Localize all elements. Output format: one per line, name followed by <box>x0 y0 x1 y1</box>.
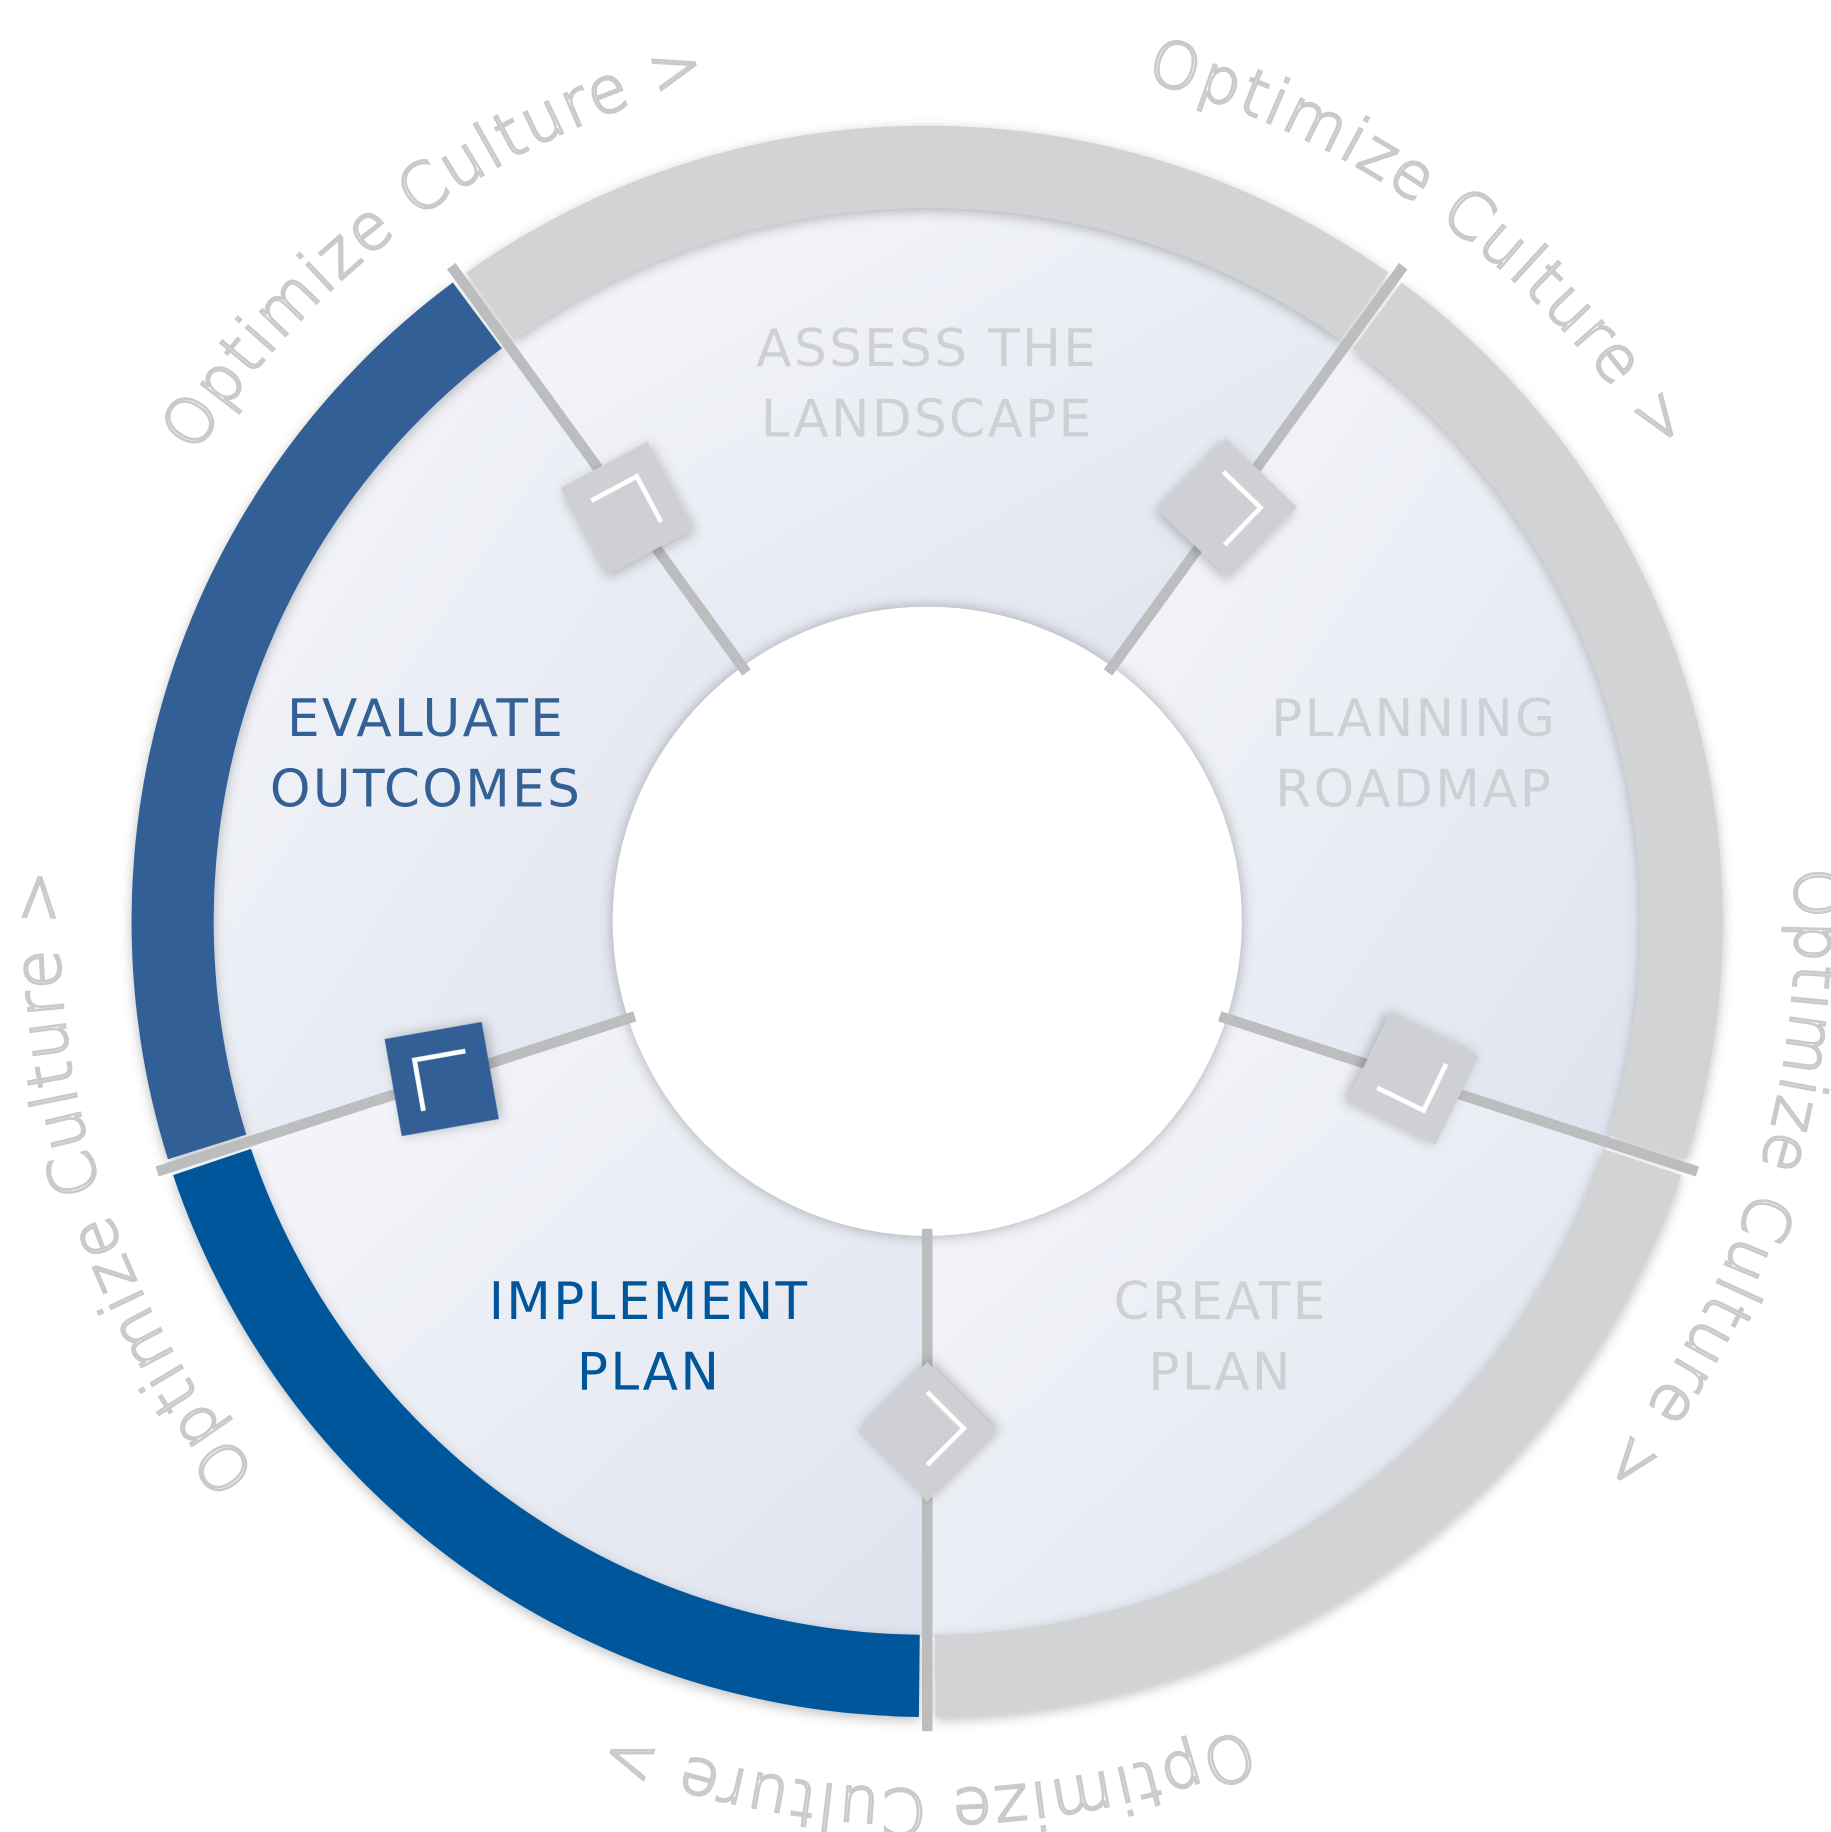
chevron-icon <box>1221 470 1264 547</box>
label-implement-2[interactable]: PLAN <box>577 1343 721 1403</box>
label-evaluate-2[interactable]: OUTCOMES <box>270 759 582 819</box>
ring-arc-assess <box>466 125 1389 340</box>
segment-assess[interactable] <box>506 205 1349 673</box>
labels: ASSESS THE LANDSCAPE PLANNING ROADMAP CR… <box>270 319 1557 1403</box>
label-assess-1[interactable]: ASSESS THE <box>756 319 1098 379</box>
marker-square <box>560 441 694 575</box>
chevron-icon <box>411 1048 466 1112</box>
segment-implement[interactable] <box>246 1016 928 1638</box>
step-marker[interactable] <box>1157 438 1298 578</box>
label-implement-1[interactable]: IMPLEMENT <box>489 1272 810 1332</box>
label-create-2[interactable]: PLAN <box>1148 1343 1292 1403</box>
ring-arc-create <box>934 1148 1682 1717</box>
segments <box>131 125 1723 1717</box>
chevron-icon <box>1376 1062 1449 1114</box>
ring-arc-evaluate <box>131 282 502 1160</box>
ring-text-group: Optimize Culture > <box>588 1714 1265 1832</box>
marker-square <box>1346 1013 1479 1145</box>
marker-square <box>384 1021 499 1137</box>
segment-create[interactable] <box>927 1016 1609 1638</box>
label-planning-2[interactable]: ROADMAP <box>1275 759 1553 819</box>
label-create-1[interactable]: CREATE <box>1114 1272 1328 1332</box>
center-hole <box>612 606 1242 1236</box>
step-marker[interactable] <box>1346 1013 1479 1145</box>
step-marker[interactable] <box>384 1021 499 1137</box>
ring-arc-planning <box>1352 282 1723 1160</box>
chevron-icon <box>590 473 664 524</box>
step-marker[interactable] <box>560 441 694 575</box>
label-evaluate-1[interactable]: EVALUATE <box>287 689 565 749</box>
ring-arc-implement <box>173 1148 920 1717</box>
marker-square <box>1157 438 1298 578</box>
label-assess-2[interactable]: LANDSCAPE <box>761 390 1094 450</box>
chevron-icon <box>925 1390 968 1467</box>
ring-text-optimize-culture: Optimize Culture > <box>589 1716 1265 1832</box>
label-planning-1[interactable]: PLANNING <box>1271 689 1557 749</box>
